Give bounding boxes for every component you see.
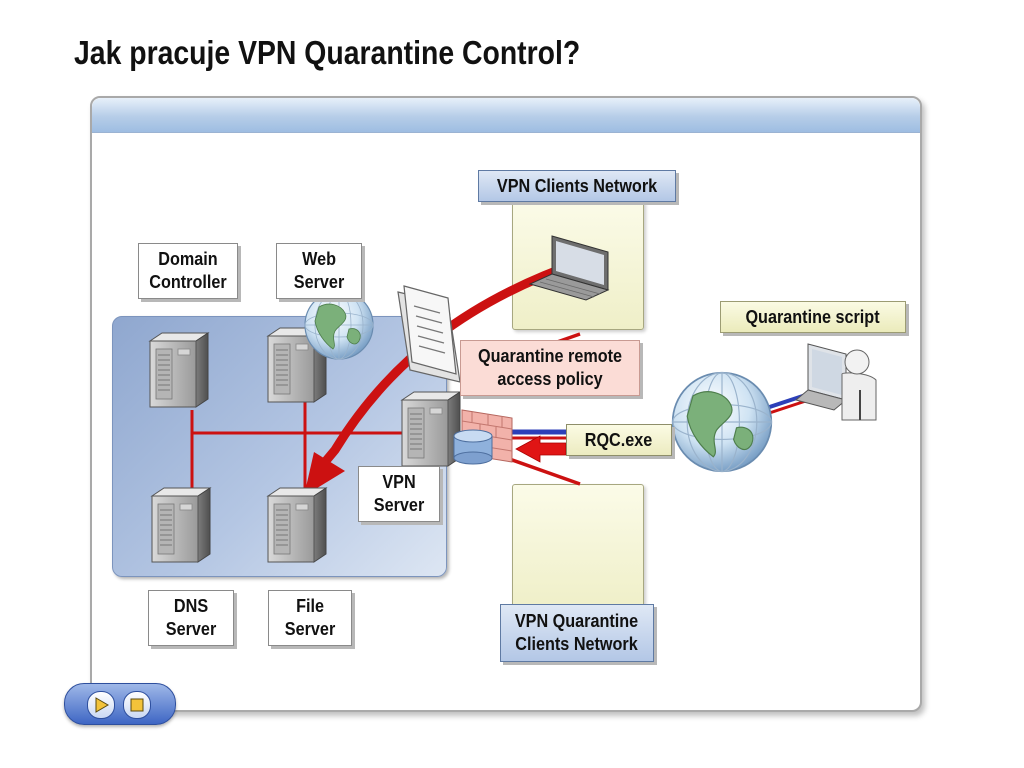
- vpn-clients-network-label: VPN Clients Network: [478, 170, 676, 202]
- web-server-label: Web Server: [276, 243, 362, 299]
- document-icon: [397, 285, 461, 383]
- play-button[interactable]: [87, 691, 115, 719]
- server-icon: [401, 391, 461, 467]
- globe-icon: [671, 371, 773, 473]
- stop-button[interactable]: [123, 691, 151, 719]
- panel-header-bar: [92, 98, 920, 133]
- globe-icon: [304, 290, 374, 360]
- file-server-label: File Server: [268, 590, 352, 646]
- vpn-server-label: VPN Server: [358, 466, 440, 522]
- vpn-quarantine-network-label: VPN Quarantine Clients Network: [500, 604, 654, 662]
- user-icon: [794, 343, 877, 421]
- rqc-exe-label: RQC.exe: [566, 424, 672, 456]
- server-icon: [267, 487, 327, 563]
- quarantine-script-label: Quarantine script: [720, 301, 906, 333]
- laptop-icon: [528, 235, 610, 301]
- server-icon: [151, 487, 211, 563]
- server-icon: [149, 332, 209, 408]
- database-icon: [453, 429, 493, 465]
- stop-icon: [130, 698, 144, 712]
- dns-server-label: DNS Server: [148, 590, 234, 646]
- quarantine-policy-label: Quarantine remote access policy: [460, 340, 640, 396]
- slide-title: Jak pracuje VPN Quarantine Control?: [74, 34, 581, 71]
- play-icon: [95, 697, 109, 713]
- domain-controller-label: Domain Controller: [138, 243, 238, 299]
- slide-navigation: [64, 683, 176, 725]
